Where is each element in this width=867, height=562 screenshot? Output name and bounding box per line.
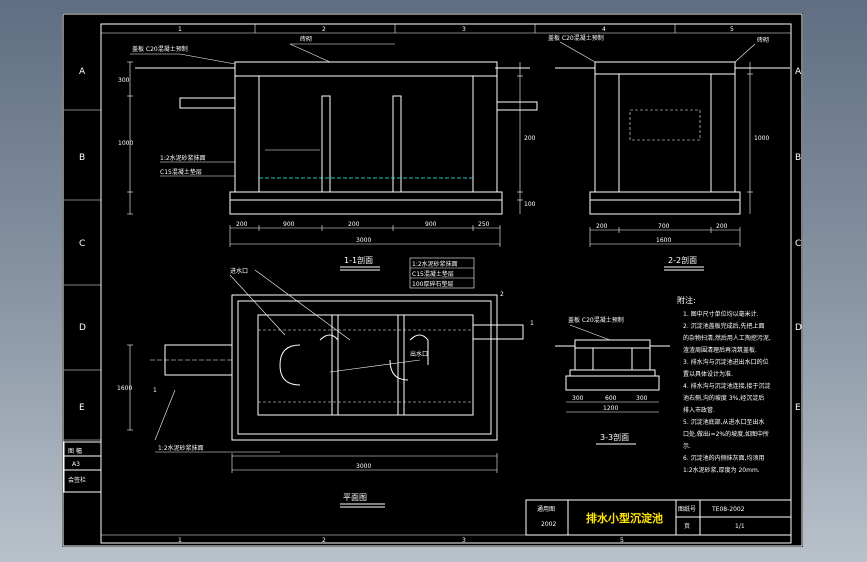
side-info-block: 图 幅 A3 会签栏: [63, 441, 102, 493]
side-label-format: 图 幅: [68, 447, 82, 455]
mat-note-1: 1:2水泥砂浆抹面: [412, 260, 458, 268]
section-1-1: 200 900 200 900 250 3000 300 1000 200 10…: [118, 35, 538, 289]
leader-11-top: 砖砌: [300, 35, 312, 43]
row-label-right-a: A: [795, 67, 802, 77]
note-line-14: 1:2水泥砂浆,厚度为 20mm.: [683, 466, 760, 474]
plan-label: 平面图: [343, 493, 367, 502]
note-line-1: 1. 图中尺寸单位均以毫米计.: [683, 310, 759, 318]
mat-note-2: C15混凝土垫层: [412, 270, 454, 278]
note-line-5: 3. 排水沟与沉淀池进出水口的位: [683, 358, 769, 366]
note-line-4: 渣渣周围清理后再浇筑盖板.: [683, 346, 757, 354]
col-label-3: 3: [462, 26, 466, 33]
dim-11-b: 900: [283, 221, 295, 228]
row-label-c: C: [79, 239, 85, 249]
note-line-12: 示.: [683, 443, 691, 450]
row-label-right-d: D: [795, 323, 802, 333]
cut-marker-1-left: 1: [153, 387, 157, 394]
col-label-5: 5: [730, 26, 734, 33]
dim-plan-total: 3000: [356, 463, 371, 470]
dim-22-total: 1600: [656, 237, 671, 244]
leader-11-base: C15混凝土垫层: [160, 168, 202, 176]
dim-33-a: 300: [572, 395, 584, 402]
col-label-bottom-3: 3: [462, 537, 466, 544]
section-2-2-label: 2-2剖面: [668, 255, 697, 265]
col-label-2: 2: [322, 26, 326, 33]
cut-marker-1-right: 1: [530, 320, 534, 327]
note-line-3: 的杂物扫清,然后用人工掏挖污泥,: [683, 334, 771, 342]
dim-plan-h: 1600: [117, 385, 132, 392]
dim-11-e: 250: [478, 221, 490, 228]
dim-11-a: 200: [236, 221, 248, 228]
notes-block: 附注: 1. 图中尺寸单位均以毫米计. 2. 沉淀池盖板完成后,先把上面 的杂物…: [677, 295, 771, 474]
dim-33-b: 600: [605, 395, 617, 402]
section-3-3-label: 3-3剖面: [600, 432, 629, 442]
leader-plan-inlet: 进水口: [230, 267, 248, 275]
note-line-8: 池右侧,沟的坡度 3%,经沉淀后: [683, 394, 764, 402]
title-drawing-no-label: 图纸号: [678, 505, 696, 513]
notes-heading: 附注:: [677, 295, 696, 305]
row-label-b: B: [79, 153, 85, 163]
row-label-right-c: C: [795, 239, 801, 249]
note-line-7: 4. 排水沟与沉淀池连接,接于沉淀: [683, 382, 771, 390]
note-line-9: 排入市政管.: [683, 406, 715, 414]
side-label-countersign: 会签栏: [68, 476, 86, 484]
row-label-right-e: E: [795, 403, 801, 413]
dim-22-a: 200: [596, 223, 608, 230]
col-label-bottom-2: 2: [322, 537, 326, 544]
row-label-right-b: B: [795, 153, 801, 163]
leader-22-slab: 盖板 C20混凝土预制: [548, 34, 604, 42]
title-page-label: 页: [684, 523, 690, 530]
leader-22-wall: 砖砌: [757, 36, 769, 44]
cut-marker-2: 2: [500, 291, 504, 298]
section-2-2: 200 700 200 1600 1000 盖板 C20混凝土预制 砖砌 2-2…: [548, 34, 790, 271]
row-label-a: A: [79, 67, 86, 77]
drawing-title: 排水小型沉淀池: [586, 511, 663, 525]
dim-11-h4: 100: [524, 201, 536, 208]
title-standard-year: 2002: [541, 521, 556, 528]
col-label-bottom-5: 5: [620, 537, 624, 544]
left-row-ruler: A B C D E: [64, 67, 101, 441]
row-label-e: E: [79, 403, 85, 413]
dim-33-total: 1200: [603, 405, 618, 412]
title-page-value: 1/1: [735, 523, 745, 530]
top-column-ruler: 1 2 3 4 5: [101, 24, 791, 34]
leader-11-slab: 盖板 C20混凝土预制: [132, 45, 188, 53]
note-line-13: 6. 沉淀池的内侧抹灰面,均须用: [683, 454, 765, 462]
title-block: 通用图 2002 排水小型沉淀池 图纸号 TE08-2002 页 1/1: [525, 499, 792, 536]
inner-border: [100, 23, 792, 544]
mat-note-3: 100厚碎石垫层: [412, 280, 453, 288]
dim-11-total: 3000: [356, 237, 371, 244]
leader-11-plaster: 1:2水泥砂浆抹面: [160, 154, 206, 162]
dim-11-h1: 300: [118, 77, 130, 84]
plan-view: 进水口 出水口 1:2水泥砂浆抹面 1 1 2 3000 1600 平面图: [117, 267, 534, 508]
note-line-10: 5. 沉淀池底部,从进水口至出水: [683, 418, 765, 426]
note-line-2: 2. 沉淀池盖板完成后,先把上面: [683, 322, 765, 330]
leader-plan-outlet: 出水口: [410, 350, 428, 358]
right-row-ruler: A B C D E: [795, 67, 802, 413]
note-line-11: 口处,做出i=2%的坡度,如图中所: [683, 430, 769, 438]
col-label-4: 4: [602, 26, 606, 33]
title-drawing-no: TE08-2002: [711, 506, 745, 513]
dim-11-h3: 200: [524, 135, 536, 142]
dim-33-c: 300: [636, 395, 648, 402]
section-1-1-label: 1-1剖面: [344, 255, 373, 265]
leader-33-slab: 盖板 C20混凝土预制: [568, 316, 624, 324]
col-label-bottom-1: 1: [178, 537, 182, 544]
dim-11-d: 900: [425, 221, 437, 228]
dim-11-h2: 1000: [118, 140, 133, 147]
outer-border: [62, 13, 803, 547]
side-value-format: A3: [72, 461, 80, 468]
dim-22-b: 700: [658, 223, 670, 230]
col-label-1: 1: [178, 26, 182, 33]
row-label-d: D: [79, 323, 86, 333]
dim-22-c: 200: [716, 223, 728, 230]
note-line-6: 置以具体设计为准.: [683, 370, 733, 378]
drawing-paper: [62, 13, 803, 547]
leader-plan-bottom: 1:2水泥砂浆抹面: [158, 444, 204, 452]
dim-11-c: 200: [348, 221, 360, 228]
dim-22-h: 1000: [754, 135, 769, 142]
title-standard-label: 通用图: [537, 505, 555, 513]
section-3-3: 300 600 300 1200 盖板 C20混凝土预制 3-3剖面: [555, 316, 670, 445]
